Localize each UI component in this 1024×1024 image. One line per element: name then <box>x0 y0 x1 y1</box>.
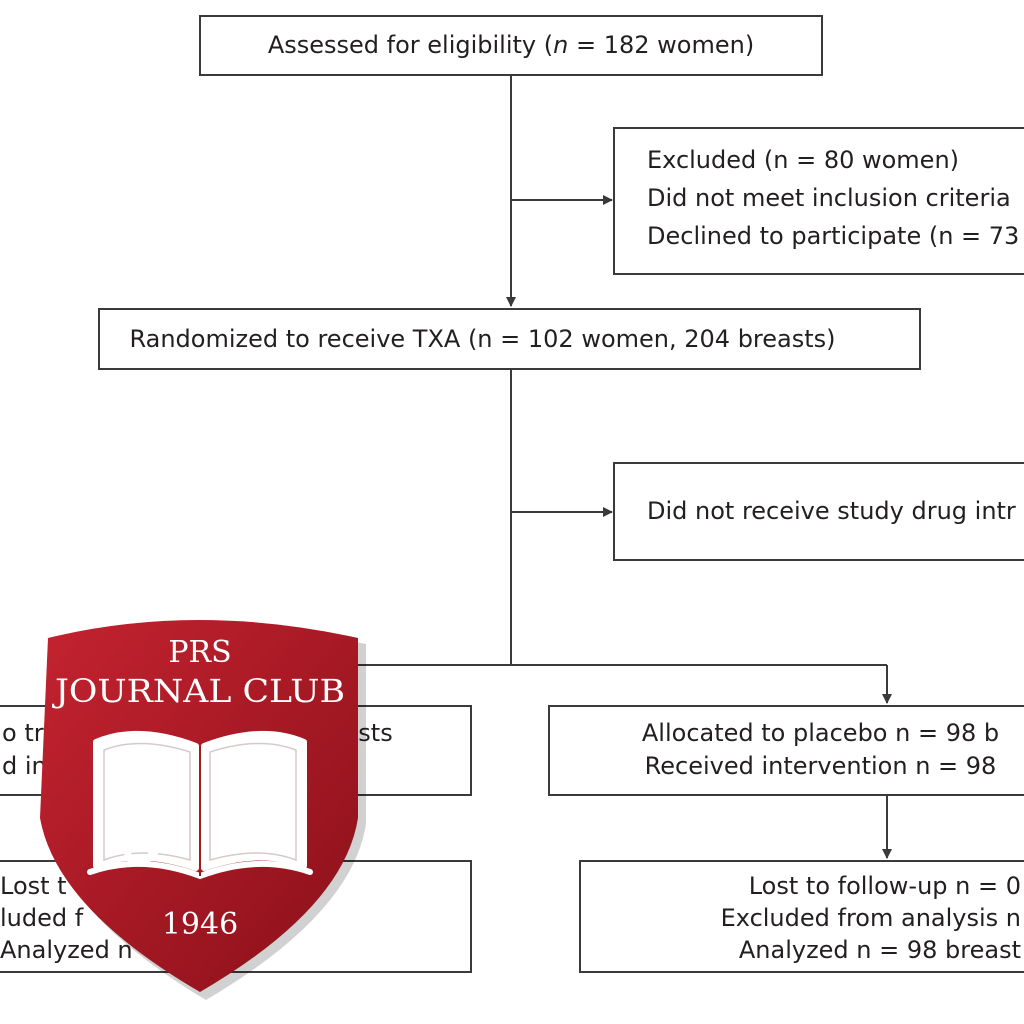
placebo-allocation-line-2: Received intervention n = 98 <box>644 752 997 780</box>
placebo-followup-box: Lost to follow-up n = 0 Excluded from an… <box>579 860 1024 973</box>
assessed-n-symbol: n <box>553 31 569 59</box>
randomized-box: Randomized to receive TXA (n = 102 women… <box>98 308 921 370</box>
randomized-text: Randomized to receive TXA (n = 102 women… <box>129 325 836 353</box>
txa-followup-line-1: Lost t <box>0 872 67 900</box>
excluded-line-3: Declined to participate (n = 73 <box>647 222 1020 250</box>
txa-allocation-line-2: d in <box>2 752 47 780</box>
did-not-receive-box: Did not receive study drug intr <box>613 462 1024 561</box>
badge-line-prs: PRS <box>168 635 231 670</box>
placebo-followup-line-2: Excluded from analysis n <box>720 904 1021 932</box>
badge-monogram-c: C <box>208 745 288 867</box>
assessed-prefix: Assessed for eligibility ( <box>267 31 554 59</box>
journal-club-badge: PRS JOURNAL CLUB J C 1946 <box>40 620 366 1000</box>
excluded-box: Excluded (n = 80 women) Did not meet inc… <box>613 127 1024 275</box>
badge-monogram-j: J <box>124 745 175 867</box>
assessed-suffix: = 182 women) <box>568 31 755 59</box>
open-book-icon <box>87 730 313 880</box>
badge-year: 1946 <box>162 907 238 942</box>
placebo-followup-line-1: Lost to follow-up n = 0 <box>748 872 1021 900</box>
placebo-allocation-line-1: Allocated to placebo n = 98 b <box>641 719 1000 747</box>
excluded-line-2: Did not meet inclusion criteria <box>647 184 1011 212</box>
badge-line-journal-club: JOURNAL CLUB <box>52 672 345 710</box>
assessed-box: Assessed for eligibility (n = 182 women) <box>199 15 823 76</box>
placebo-allocation-box: Allocated to placebo n = 98 b Received i… <box>548 705 1024 796</box>
txa-followup-line-3: Analyzed n <box>0 936 133 964</box>
txa-followup-line-2: luded f <box>0 904 84 932</box>
excluded-line-1: Excluded (n = 80 women) <box>647 146 960 174</box>
placebo-followup-line-3: Analyzed n = 98 breast <box>738 936 1021 964</box>
did-not-receive-text: Did not receive study drug intr <box>647 497 1016 525</box>
txa-allocation-fragment-b: sts <box>358 719 393 747</box>
